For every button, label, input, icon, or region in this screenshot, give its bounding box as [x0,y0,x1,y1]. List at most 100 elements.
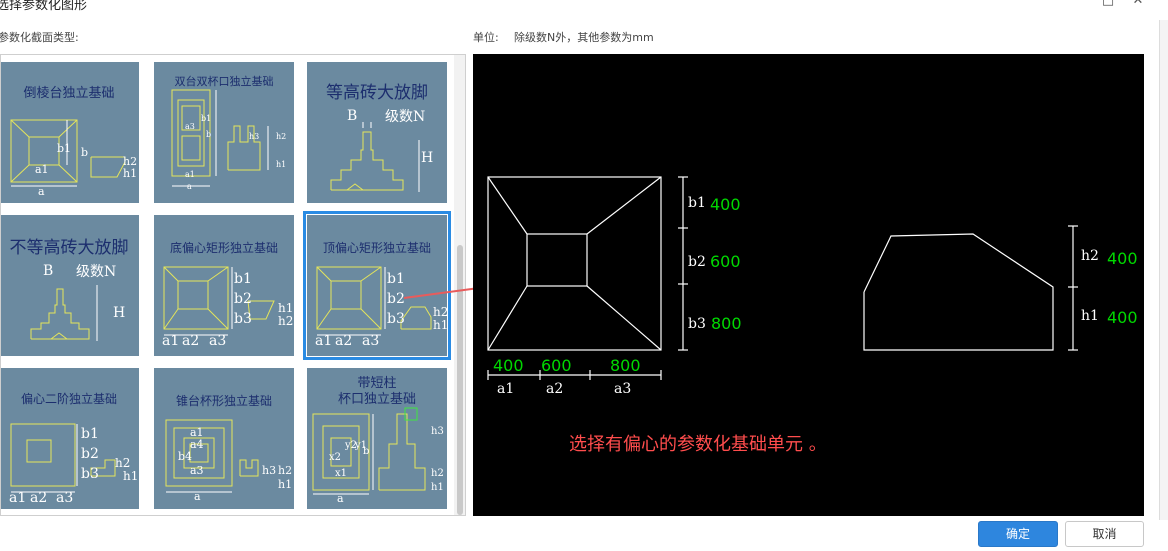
close-icon[interactable]: ✕ [1132,0,1144,8]
dim-label: a2 [335,333,353,349]
tile-title-line2: 杯口独立基础 [337,392,416,407]
cancel-button[interactable]: 取消 [1065,521,1144,547]
tile-title: 等高砖大放脚 [326,83,428,103]
hint-annotation: 选择有偏心的参数化基础单元 。 [569,434,827,455]
dim-label: b [363,446,370,457]
tile-title: 锥台杯形独立基础 [175,394,272,408]
dim-label: x2 [329,452,342,463]
dim-label: a [194,490,201,503]
dim-label: y1 [355,440,368,451]
value-h1: 400 [1107,308,1138,327]
tile-double-cup[interactable]: 双台双杯口独立基础 a3 a1 a h3 h2 h1 b1 b [154,62,294,203]
dim-label: b2 [234,291,252,307]
dim-label: 级数N [385,109,426,125]
dim-label: h1 [433,318,447,332]
tile-top-eccentric[interactable]: 顶偏心矩形独立基础 b1 b2 b3 a1 a2 a3 h2 h1 [303,211,451,360]
tile-title: 倒棱台独立基础 [23,86,115,101]
eccentric-plan-diagram [316,266,432,336]
dim-label-a3: a3 [614,381,632,397]
dim-label: a1 [190,426,204,439]
tile-title: 顶偏心矩形独立基础 [322,241,431,255]
dim-label: b2 [81,446,99,462]
brick-footing-diagram [330,122,420,192]
tile-title: 底偏心矩形独立基础 [169,241,278,255]
dim-label: a1 [315,333,333,349]
tile-cone-cup[interactable]: 锥台杯形独立基础 a1 a4 b4 a3 a h3 h2 h1 [154,368,294,509]
dim-label: a1 [185,170,195,179]
unit-label: 单位: [473,31,499,44]
tile-title: 不等高砖大放脚 [9,238,129,258]
ok-button[interactable]: 确定 [978,521,1058,547]
frustum-plan-diagram [10,119,126,187]
dim-label: h1 [123,469,139,483]
window-title: 选择参数化图形 [0,0,88,13]
dim-label: h1 [123,167,138,180]
preview-drawing [487,176,1078,380]
dim-label-a1: a1 [497,381,515,397]
tile-short-column-cup[interactable]: 带短柱 杯口独立基础 x2 x1 y2 y1 b a h3 h2 h1 [307,368,447,509]
dim-label-a2: a2 [546,381,564,397]
dim-label-h2: h2 [1081,248,1099,264]
section-type-label: 参数化截面类型: [0,31,79,44]
dim-label: h2 [433,305,447,319]
dim-label: b1 [234,271,252,287]
dim-label: h3 [249,132,260,141]
dim-label: a [337,492,344,505]
two-step-diagram [10,423,116,493]
tile-unequal-brick-footing[interactable]: 不等高砖大放脚 B 级数N H [1,215,139,356]
maximize-icon[interactable]: □ [1101,0,1115,8]
dim-label-b3: b3 [688,316,706,332]
dim-label: h1 [278,478,293,491]
dim-label: h3 [431,426,444,437]
dim-label: h1 [276,160,287,169]
dim-label: a [187,182,192,191]
scrollbar-thumb[interactable] [457,245,463,515]
side-strip [1159,20,1168,520]
dim-label: b1 [387,271,405,287]
dim-label: a [38,185,45,198]
dim-label: b3 [234,311,252,327]
dim-label: a1 [35,163,49,176]
brick-footing-diagram [30,285,98,341]
double-cup-diagram [171,89,269,187]
dim-label: B [347,108,358,124]
tile-bottom-eccentric[interactable]: 底偏心矩形独立基础 b1 b2 b3 a1 a2 a3 h1 h2 [154,215,294,356]
shape-gallery: 倒棱台独立基础 b1 b a1 a h2 h1 双台双杯口独立基础 a3 a1 … [0,54,466,516]
dim-label: a4 [190,438,204,451]
dim-label: 级数N [76,264,117,280]
dim-label: y2 [345,440,358,451]
dim-label-b1: b1 [688,195,706,211]
dim-label: b [206,130,212,139]
tile-inverted-frustum[interactable]: 倒棱台独立基础 b1 b a1 a h2 h1 [1,62,139,203]
dim-label: H [421,150,434,166]
dim-label: b [81,146,89,159]
dim-label: a2 [182,333,200,349]
tile-eccentric-two-step[interactable]: 偏心二阶独立基础 b1 b2 b3 a1 a2 a3 h2 h1 [1,368,139,509]
value-h2: 400 [1107,249,1138,268]
dim-label: B [43,263,54,279]
dim-label: a3 [185,122,195,131]
tile-title: 双台双杯口独立基础 [174,75,274,88]
cone-cup-diagram [165,419,259,493]
gallery-scrollbar[interactable] [454,55,465,515]
unit-description: 除级数N外，其他参数为mm [514,31,654,44]
dim-label: b4 [178,450,193,463]
value-b2: 600 [710,252,741,271]
value-a2: 600 [541,356,572,375]
dim-label: a3 [56,490,74,506]
eccentric-plan-diagram [163,266,275,336]
dim-label: h2 [276,132,287,141]
dim-label: a1 [162,333,180,349]
value-b3: 800 [711,314,742,333]
dim-label: a2 [30,490,48,506]
dim-label: b1 [81,426,99,442]
dim-label: b1 [201,114,212,123]
dim-label: b3 [387,311,405,327]
dim-label-b2: b2 [688,254,706,270]
dim-label: h2 [115,456,131,470]
value-a1: 400 [493,356,524,375]
dim-label-h1: h1 [1081,308,1099,324]
tile-title: 偏心二阶独立基础 [20,392,117,406]
tile-equal-brick-footing[interactable]: 等高砖大放脚 B 级数N H [307,62,447,203]
preview-panel: b1 400 b2 600 b3 800 400 600 800 a1 a2 a… [473,54,1144,516]
